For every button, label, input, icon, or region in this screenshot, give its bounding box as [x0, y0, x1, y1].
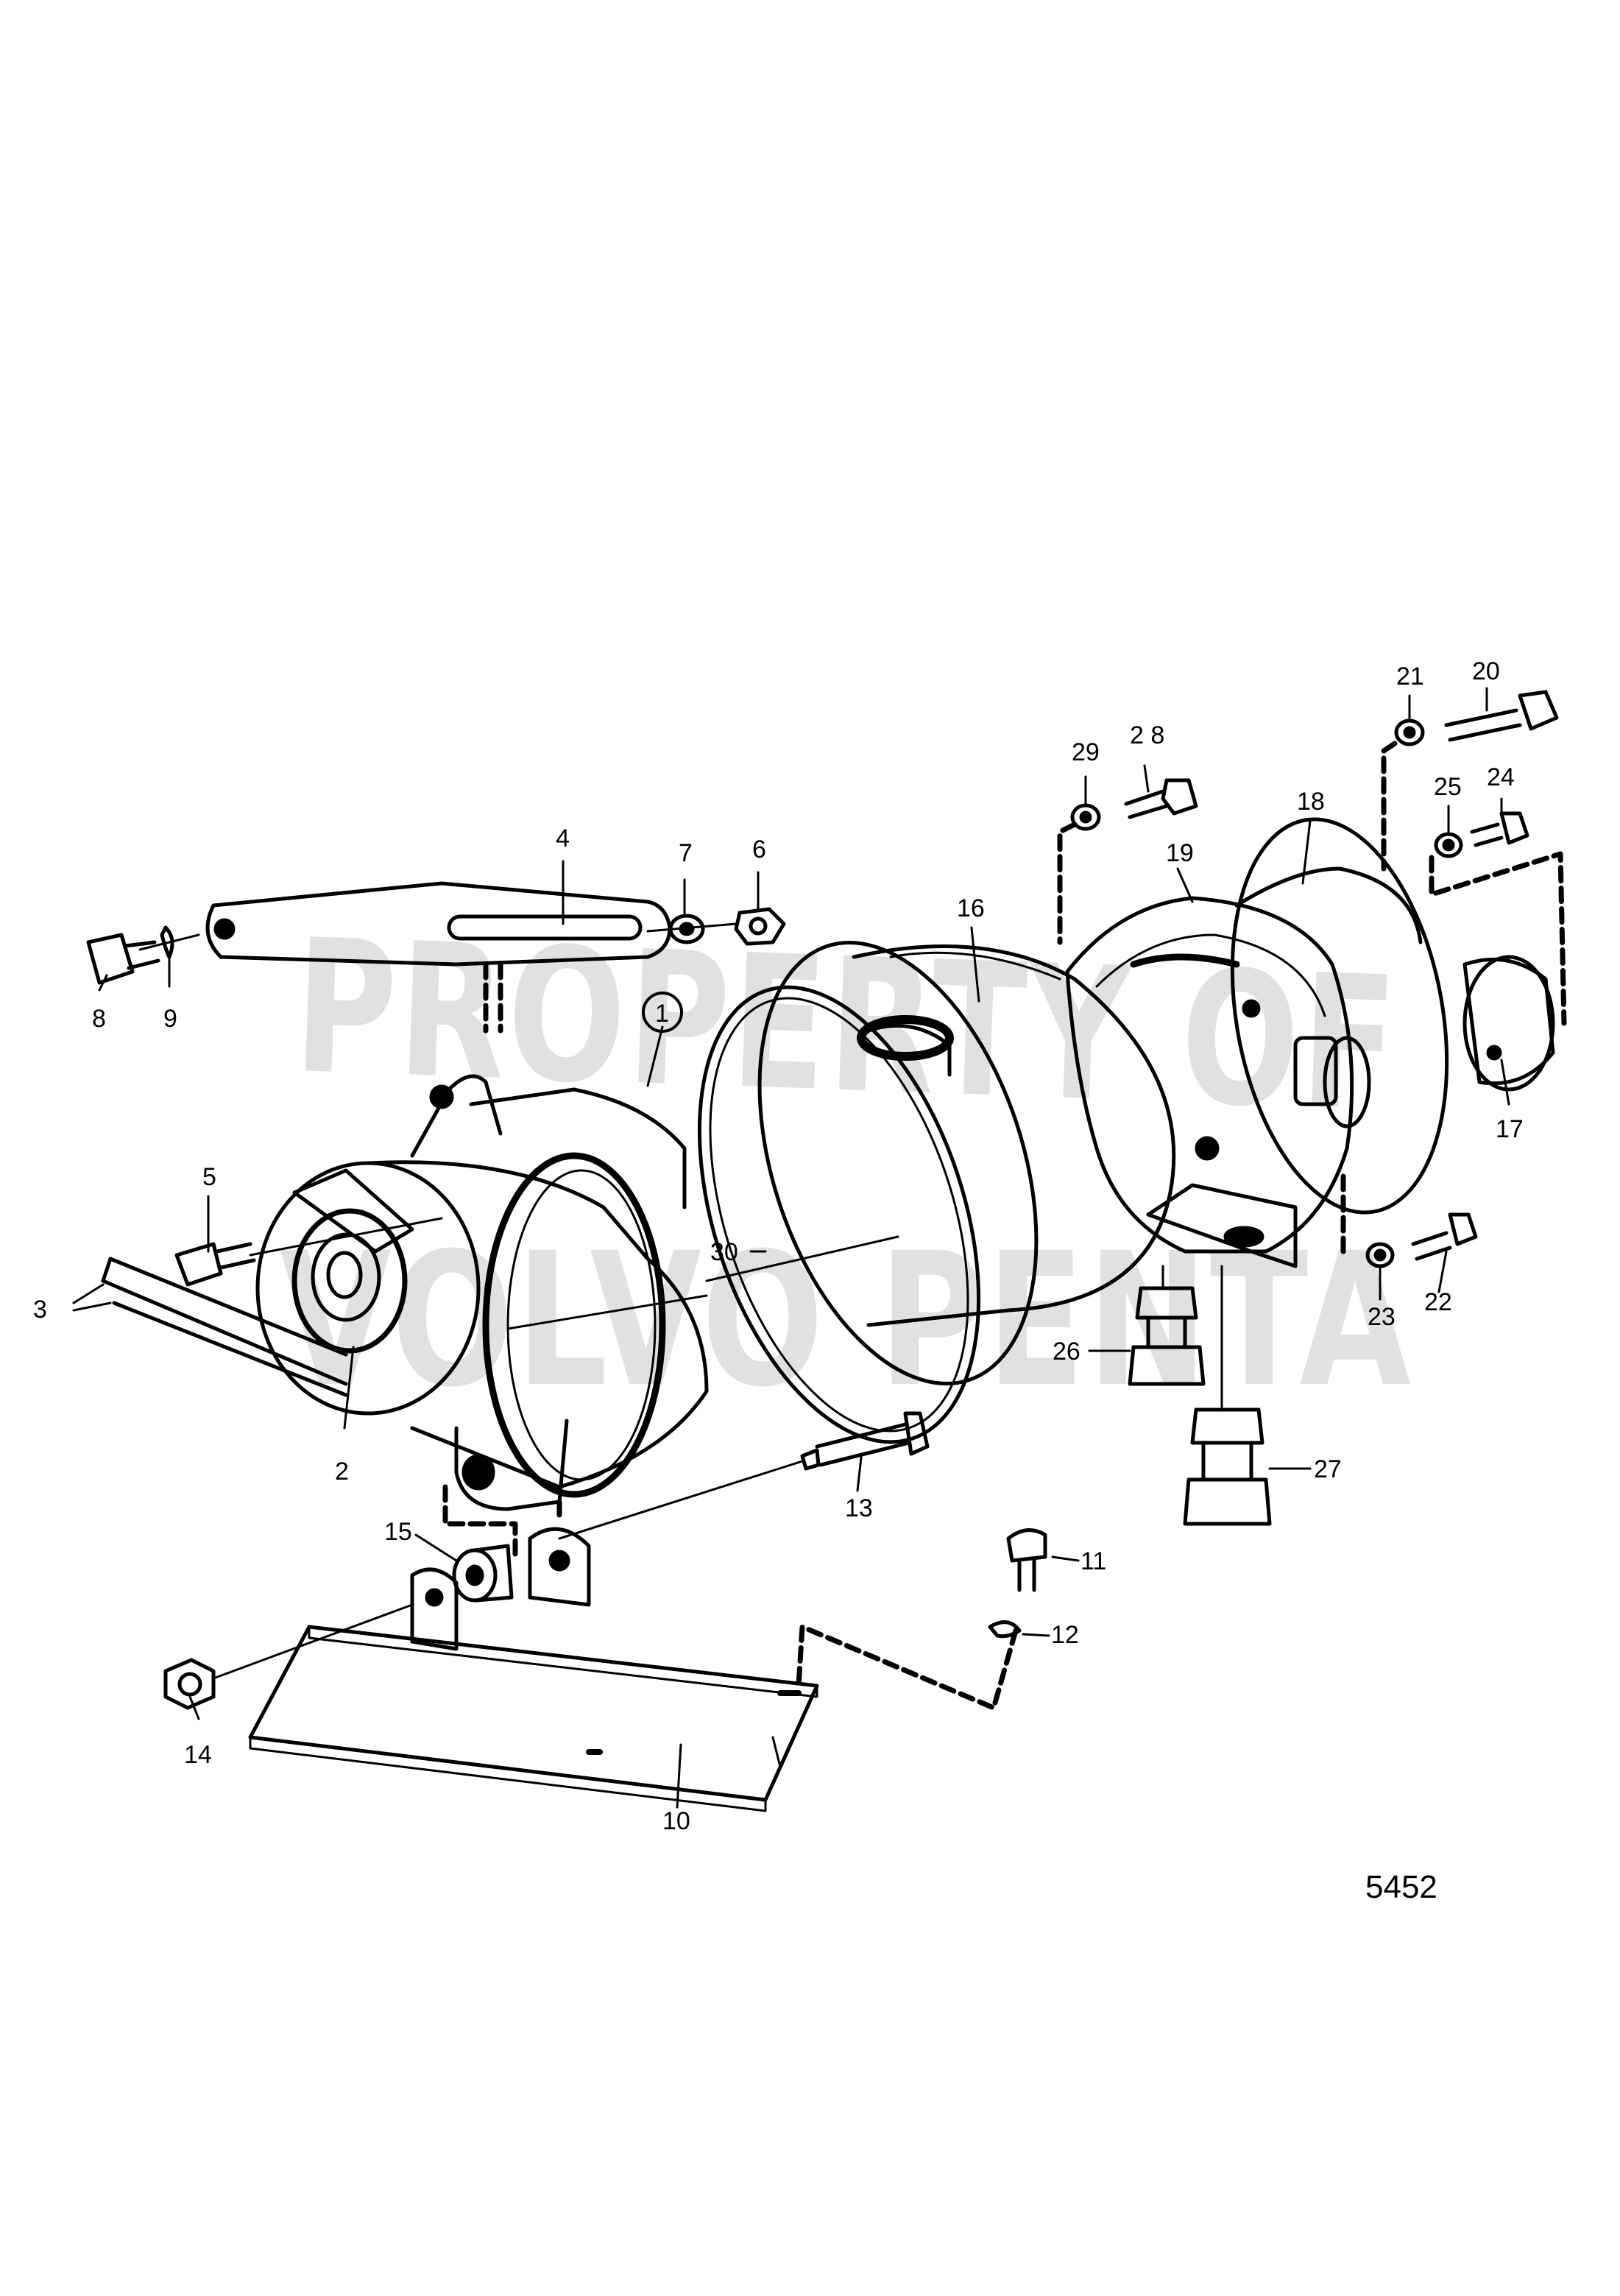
spacer-15	[452, 1544, 514, 1603]
washer-23	[1340, 1168, 1395, 1268]
cap-17	[1462, 955, 1555, 1092]
figure-number: 5452	[1365, 1869, 1437, 1905]
alternator-rear-housing	[469, 1087, 687, 1209]
callout-20: 20	[1472, 657, 1500, 685]
washer-25	[1429, 832, 1567, 1026]
callout-24: 24	[1487, 763, 1515, 791]
callout-15: 15	[384, 1518, 412, 1546]
callout-2: 2	[335, 1458, 349, 1486]
adjusting-bracket	[205, 881, 672, 1034]
callout-22: 22	[1424, 1288, 1452, 1316]
callout-16: 16	[957, 894, 985, 922]
v-belts	[101, 1257, 348, 1397]
bolt-8	[86, 933, 160, 985]
callout-9: 9	[163, 1005, 177, 1033]
alternator-body-outline	[366, 1160, 709, 1489]
bolt-22	[1411, 1212, 1478, 1261]
bolt-11	[1006, 1528, 1047, 1592]
callout-6: 6	[752, 836, 766, 863]
callout-7: 7	[679, 839, 693, 867]
nut-6	[646, 907, 786, 946]
callout-28: 2 8	[1130, 721, 1164, 749]
callout-23: 23	[1368, 1303, 1396, 1331]
bolt-28	[1124, 778, 1198, 819]
callout-12: 12	[1051, 1621, 1079, 1649]
callout-26: 26	[1053, 1338, 1080, 1366]
alternator-assembly	[255, 1074, 709, 1511]
clamp-block	[1293, 1036, 1338, 1106]
lock-nut-14	[163, 1603, 414, 1710]
rear-cover-18	[1230, 817, 1449, 1215]
callout-5: 5	[202, 1163, 216, 1191]
callout-11: 11	[1080, 1547, 1106, 1575]
callout-circle-1	[642, 992, 683, 1033]
callout-19: 19	[1166, 839, 1194, 867]
callout-14: 14	[184, 1741, 212, 1769]
callout-10: 10	[662, 1807, 690, 1835]
union-26	[1128, 1265, 1206, 1386]
bolt-5	[174, 1217, 443, 1287]
callout-25: 25	[1434, 773, 1462, 801]
callout-3: 3	[33, 1296, 47, 1324]
pulley-outer	[291, 1208, 408, 1354]
bracket-plate-10	[248, 1484, 819, 1812]
callout-1: 1	[655, 1000, 669, 1028]
callout-17: 17	[1496, 1115, 1524, 1143]
callout-18: 18	[1297, 788, 1325, 816]
union-27	[1183, 1265, 1272, 1526]
washer-21	[1381, 718, 1425, 872]
callout-29: 29	[1072, 738, 1100, 766]
pulley-inner	[311, 1232, 381, 1322]
washer-12	[796, 1620, 1022, 1711]
bolt-24	[1470, 811, 1529, 847]
callout-8: 8	[92, 1005, 106, 1033]
alternator-stator-ring	[482, 1152, 666, 1498]
washer-29	[1057, 803, 1101, 945]
callout-21: 21	[1396, 663, 1424, 690]
fan-blade	[292, 1168, 414, 1254]
callout-4: 4	[556, 824, 570, 852]
clamp-ring-19	[1065, 896, 1354, 1268]
callout-27: 27	[1314, 1455, 1342, 1483]
bolt-20	[1444, 690, 1559, 742]
alternator-lower-foot	[454, 1419, 569, 1511]
leader-lines	[72, 687, 1510, 1809]
callout-30: 30	[710, 1238, 738, 1266]
callout-labels: 1 2 3 4 5 6 7 8 9 10 11 12 13 14 15 16 1…	[33, 657, 1524, 1835]
stud-bolt-13	[558, 1411, 930, 1540]
callout-13: 13	[845, 1494, 873, 1522]
